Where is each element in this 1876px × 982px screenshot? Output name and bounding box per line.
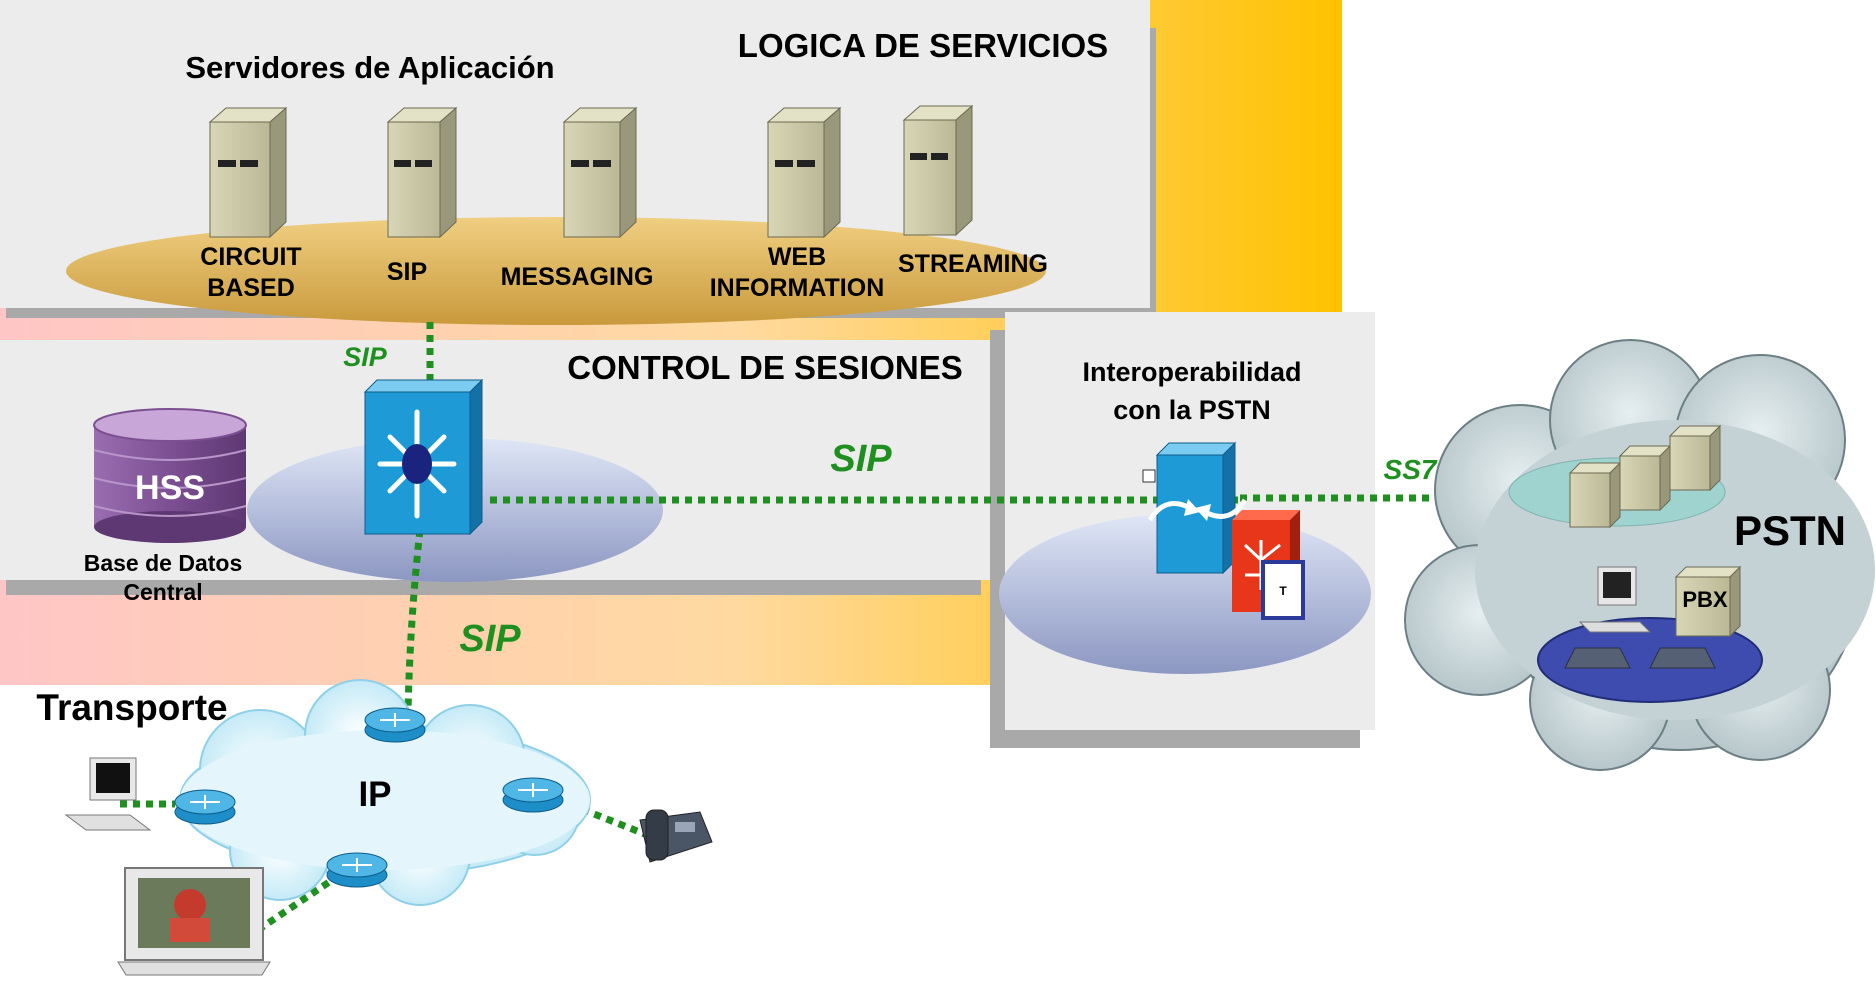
hss-caption-line2: Central	[123, 579, 202, 605]
tv-terminal-icon	[117, 867, 271, 976]
pbx-phone-icon-right	[1649, 647, 1716, 669]
gateway-tag: T	[1279, 584, 1287, 598]
ss7-label: SS7	[1384, 454, 1438, 485]
cscf-switch-icon	[363, 378, 484, 536]
app-servers-title: Servidores de Aplicación	[185, 50, 554, 85]
media-gateway-icon	[1142, 441, 1248, 575]
interop-title-line1: Interoperabilidad	[1082, 357, 1301, 387]
hss-caption-line1: Base de Datos	[84, 550, 243, 576]
app-servers-platform	[66, 217, 1046, 325]
pbx-icon	[1674, 565, 1742, 638]
server-web-information-icon	[766, 106, 842, 239]
sip-label-top: SIP	[343, 342, 388, 372]
pstn-label: PSTN	[1734, 507, 1846, 554]
ip-label: IP	[358, 775, 391, 814]
server-label-web-line2: INFORMATION	[710, 274, 885, 302]
pc-terminal-icon	[64, 757, 152, 831]
server-sip-icon	[386, 106, 458, 239]
pbx-computer-icon	[1578, 566, 1652, 633]
router-right-icon	[502, 777, 564, 813]
server-label-circuit-line1: CIRCUIT	[200, 243, 301, 271]
pbx-platform	[1537, 617, 1763, 703]
server-streaming-icon	[902, 104, 974, 237]
transport-title: Transporte	[36, 687, 227, 728]
router-top-icon	[364, 707, 426, 743]
pbx-label: PBX	[1682, 587, 1728, 612]
router-bottom-icon	[326, 852, 388, 888]
session-control-title: CONTROL DE SESIONES	[567, 349, 962, 386]
server-label-messaging: MESSAGING	[501, 263, 654, 291]
server-label-streaming: STREAMING	[898, 250, 1048, 278]
server-label-circuit-line2: BASED	[207, 274, 295, 302]
sip-label-middle: SIP	[830, 438, 892, 480]
hss-database-icon	[93, 408, 247, 543]
pstn-switch-icon	[1568, 424, 1722, 529]
ip-cloud-core	[180, 730, 590, 870]
router-left-icon	[174, 789, 236, 825]
services-title: LOGICA DE SERVICIOS	[738, 27, 1108, 64]
signaling-gateway-icon	[1232, 510, 1305, 620]
server-label-web-line1: WEB	[768, 243, 826, 271]
ip-phone-icon	[639, 809, 713, 863]
interop-title-line2: con la PSTN	[1113, 395, 1271, 425]
hss-label: HSS	[135, 469, 205, 507]
server-label-sip: SIP	[387, 258, 427, 286]
link-cscf-to-ip	[404, 529, 424, 713]
server-messaging-icon	[562, 106, 638, 239]
pbx-phone-icon-left	[1564, 647, 1631, 669]
server-circuit-based-icon	[208, 106, 288, 239]
sip-label-bottom: SIP	[459, 618, 521, 660]
